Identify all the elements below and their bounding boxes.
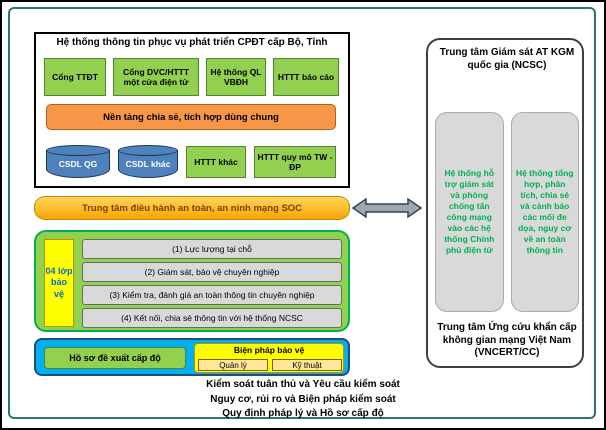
app-portal: Cổng TTĐT (44, 58, 106, 96)
ncsc-title: Trung tâm Giám sát AT KGM quốc gia (NCSC… (439, 47, 575, 71)
soc-bar: Trung tâm điều hành an toàn, an ninh mạn… (34, 196, 350, 220)
outer-frame (8, 7, 596, 419)
other-database-cylinder: CSDL khác (118, 145, 178, 178)
layer-3-bar: (3) Kiểm tra, đánh giá an toàn thông tin… (82, 285, 342, 305)
protection-technical: Kỹ thuật (272, 359, 342, 371)
ncsc-panel: Trung tâm Giám sát AT KGM quốc gia (NCSC… (426, 38, 584, 368)
national-database-cylinder: CSDL QG (46, 145, 110, 178)
protection-box: Biện pháp bảo vệ Quản lý Kỹ thuật (194, 343, 344, 373)
app-doc-management: Hệ thống QL VBĐH (206, 58, 266, 96)
vncert-label: Trung tâm Ứng cứu khẩn cấp không gian mạ… (437, 322, 577, 358)
egov-system-title: Hệ thống thông tin phục vụ phát triển CP… (56, 37, 328, 48)
other-systems-box: HTTT khác (186, 146, 246, 178)
protection-title: Biện pháp bảo vệ (233, 345, 305, 355)
ncsc-monitor-system: Hệ thống hỗ trợ giám sát và phòng chống … (435, 112, 504, 312)
footer-line-compliance: Kiểm soát tuân thủ và Yêu cầu kiểm soát (206, 379, 400, 390)
other-database-label: CSDL khác (125, 159, 171, 169)
ncsc-columns: Hệ thống hỗ trợ giám sát và phòng chống … (435, 112, 579, 312)
app-public-service: Cổng DVC/HTTT một cửa điện tử (113, 58, 199, 96)
data-store-row: CSDL QG CSDL khác HTTT khác HTTT quy mô … (46, 140, 342, 178)
layer-2-bar: (2) Giám sát, bảo vệ chuyên nghiệp (82, 262, 342, 282)
footer-line-legal: Quy định pháp lý và Hồ sơ cấp độ (222, 408, 384, 419)
bidirectional-arrow-icon (351, 196, 423, 220)
layer-1-bar: (1) Lực lượng tại chỗ (82, 239, 342, 259)
defense-layers-box: 04 lớp bảo vệ (1) Lực lượng tại chỗ (2) … (34, 230, 350, 332)
protection-subs: Quản lý Kỹ thuật (198, 359, 342, 371)
ncsc-analysis-system: Hệ thống tổng hợp, phân tích, chia sẻ và… (510, 112, 579, 312)
dossier-box: Hồ sơ đề xuất cấp độ (44, 347, 186, 369)
app-reporting: HTTT báo cáo (273, 58, 339, 96)
footer-line-risk: Nguy cơ, rủi ro và Biện pháp kiểm soát (210, 394, 396, 405)
national-database-label: CSDL QG (58, 159, 98, 169)
protection-management: Quản lý (198, 359, 268, 371)
layer-4-bar: (4) Kết nối, chia sẻ thông tin với hệ th… (82, 308, 342, 328)
egov-system-box: Hệ thống thông tin phục vụ phát triển CP… (34, 32, 350, 188)
apps-row: Cổng TTĐT Cổng DVC/HTTT một cửa điện tử … (44, 58, 344, 96)
dossier-protection-box: Hồ sơ đề xuất cấp độ Biện pháp bảo vệ Qu… (34, 338, 350, 376)
integration-platform-bar: Nền tảng chia sẻ, tích hợp dùng chung (46, 104, 336, 130)
defense-layers-side-label: 04 lớp bảo vệ (44, 239, 74, 327)
central-local-systems-box: HTTT quy mô TW - ĐP (254, 146, 336, 178)
